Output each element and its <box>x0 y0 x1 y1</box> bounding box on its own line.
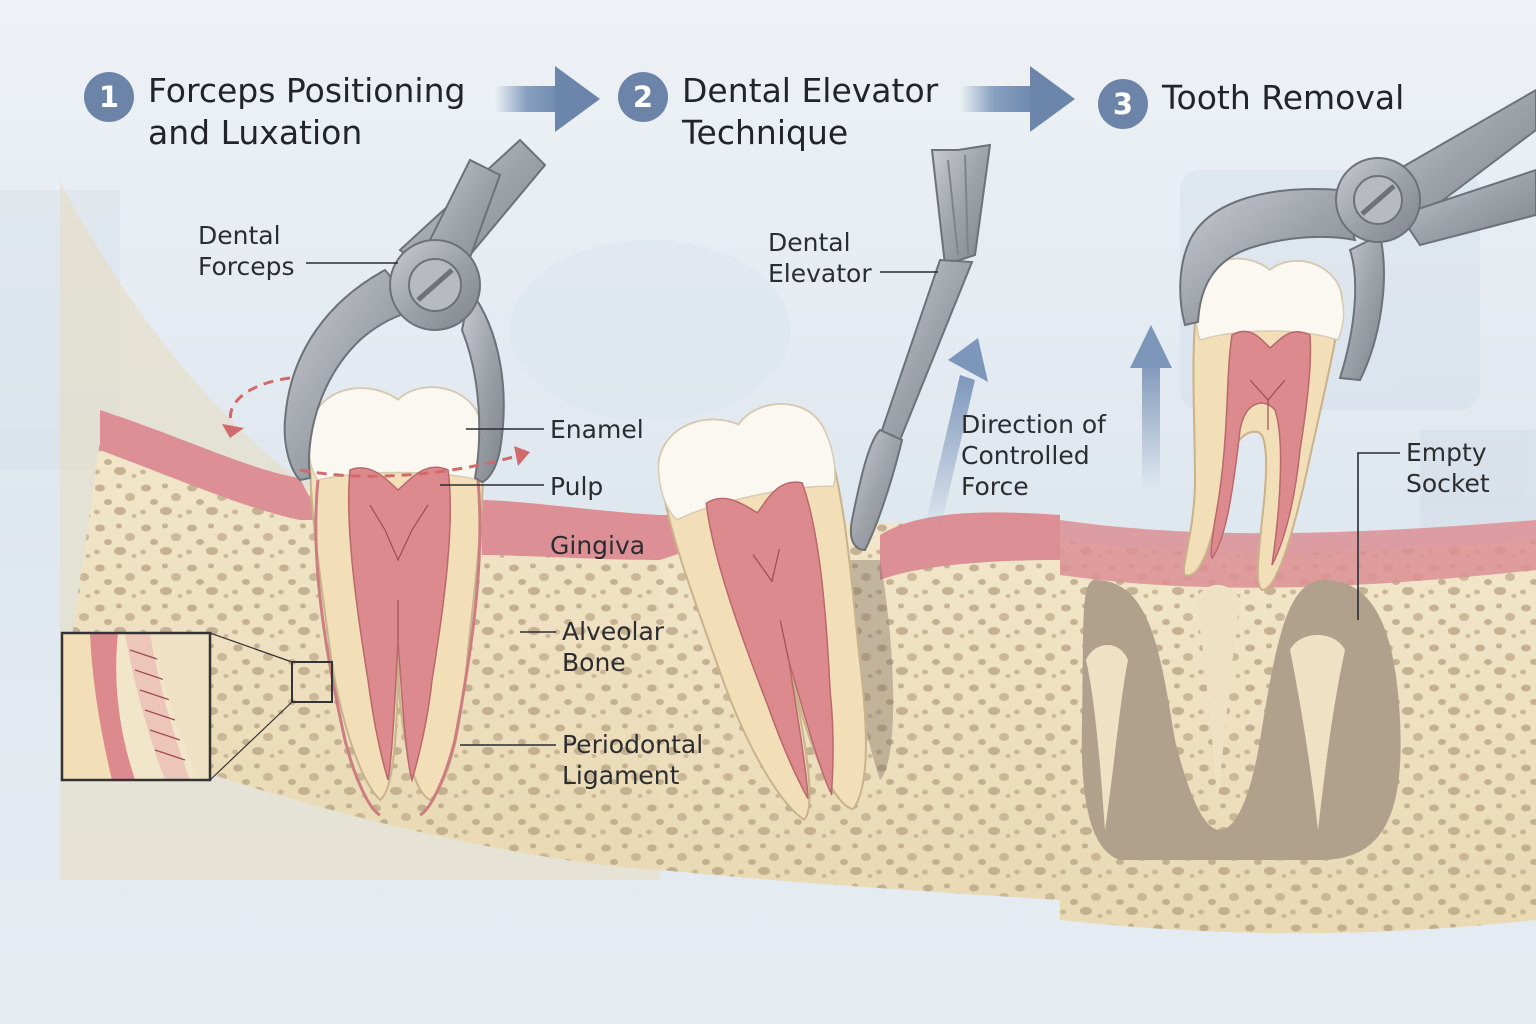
step-1-title: Forceps Positioning and Luxation <box>148 71 466 152</box>
step-2-title: Dental Elevator Technique <box>682 71 939 152</box>
rotation-arrows-icon <box>222 376 530 478</box>
panel-2-elevator <box>657 143 1060 900</box>
panel-1-forceps <box>60 138 660 880</box>
gingiva-2 <box>880 512 1060 580</box>
step-1-badge: 1 <box>84 72 134 122</box>
label-gingiva: Gingiva <box>550 531 646 560</box>
step-1-header: 1 Forceps Positioning and Luxation <box>84 70 465 154</box>
tooth-1 <box>307 386 485 817</box>
label-direction-of-force: Direction of Controlled Force <box>961 410 1106 501</box>
enamel <box>307 386 485 481</box>
step-3-badge: 3 <box>1098 79 1148 129</box>
arrow-right-icon-2 <box>960 66 1075 132</box>
arrow-up-icon-3 <box>1130 325 1172 490</box>
magnifier-inset <box>60 631 333 782</box>
leader-lines <box>306 262 1400 746</box>
label-dental-elevator: Dental Elevator <box>768 228 872 288</box>
dental-elevator <box>849 143 992 552</box>
arrow-up-icon <box>925 338 988 530</box>
label-alveolar-bone: Alveolar Bone <box>562 617 665 677</box>
periodontal-ligament <box>314 479 482 817</box>
pulp <box>347 466 452 783</box>
step-2-header: 2 Dental Elevator Technique <box>618 70 938 154</box>
step-2-badge: 2 <box>618 72 668 122</box>
gingiva-right <box>480 500 660 560</box>
step-3-title: Tooth Removal <box>1162 78 1405 117</box>
label-pulp: Pulp <box>550 472 604 501</box>
label-periodontal-ligament: Periodontal Ligament <box>562 730 704 790</box>
label-enamel: Enamel <box>550 415 644 444</box>
arrow-right-icon <box>495 66 600 132</box>
label-dental-forceps: Dental Forceps <box>198 221 295 281</box>
tooth-3-extracted <box>1183 257 1345 592</box>
panel-3-removal <box>1060 88 1536 934</box>
step-3-header: 3 Tooth Removal <box>1098 77 1404 129</box>
tooth-2 <box>657 403 867 822</box>
label-empty-socket: Empty Socket <box>1406 438 1490 498</box>
forceps-1 <box>283 138 547 484</box>
gingiva-3 <box>1060 520 1536 588</box>
forceps-3 <box>1179 88 1536 382</box>
gingiva-left <box>100 410 330 520</box>
